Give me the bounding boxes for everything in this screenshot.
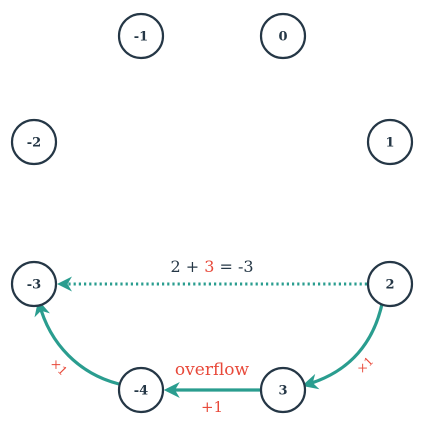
node-0: 0 bbox=[259, 12, 307, 60]
node-label-2: 2 bbox=[385, 278, 394, 293]
node-3: 3 bbox=[259, 366, 307, 414]
equation-addend: 3 bbox=[204, 257, 214, 276]
node-1: 1 bbox=[366, 118, 414, 166]
node-label-neg2: -2 bbox=[27, 136, 41, 151]
node-label-neg3: -3 bbox=[27, 278, 41, 293]
node-neg3: -3 bbox=[10, 260, 58, 308]
node-label-neg1: -1 bbox=[134, 30, 148, 45]
node-neg2: -2 bbox=[10, 118, 58, 166]
right-edge-label: ×1 bbox=[354, 354, 376, 376]
node-label-3: 3 bbox=[278, 384, 287, 399]
left-edge-label: ×1 bbox=[48, 356, 70, 378]
increment-label: +1 bbox=[201, 398, 223, 416]
node-neg1: -1 bbox=[117, 12, 165, 60]
overflow-label: overflow bbox=[175, 360, 250, 380]
edge-2-to-3 bbox=[301, 303, 384, 390]
equation-rhs: = -3 bbox=[214, 257, 253, 276]
equation-lhs: 2 + bbox=[170, 257, 204, 276]
node-neg4: -4 bbox=[117, 366, 165, 414]
node-label-0: 0 bbox=[278, 30, 287, 45]
node-label-neg4: -4 bbox=[134, 384, 148, 399]
node-2: 2 bbox=[366, 260, 414, 308]
equation-label: 2 + 3 = -3 bbox=[170, 257, 253, 276]
node-label-1: 1 bbox=[385, 136, 394, 151]
edge-neg4-to-neg3 bbox=[34, 299, 120, 386]
